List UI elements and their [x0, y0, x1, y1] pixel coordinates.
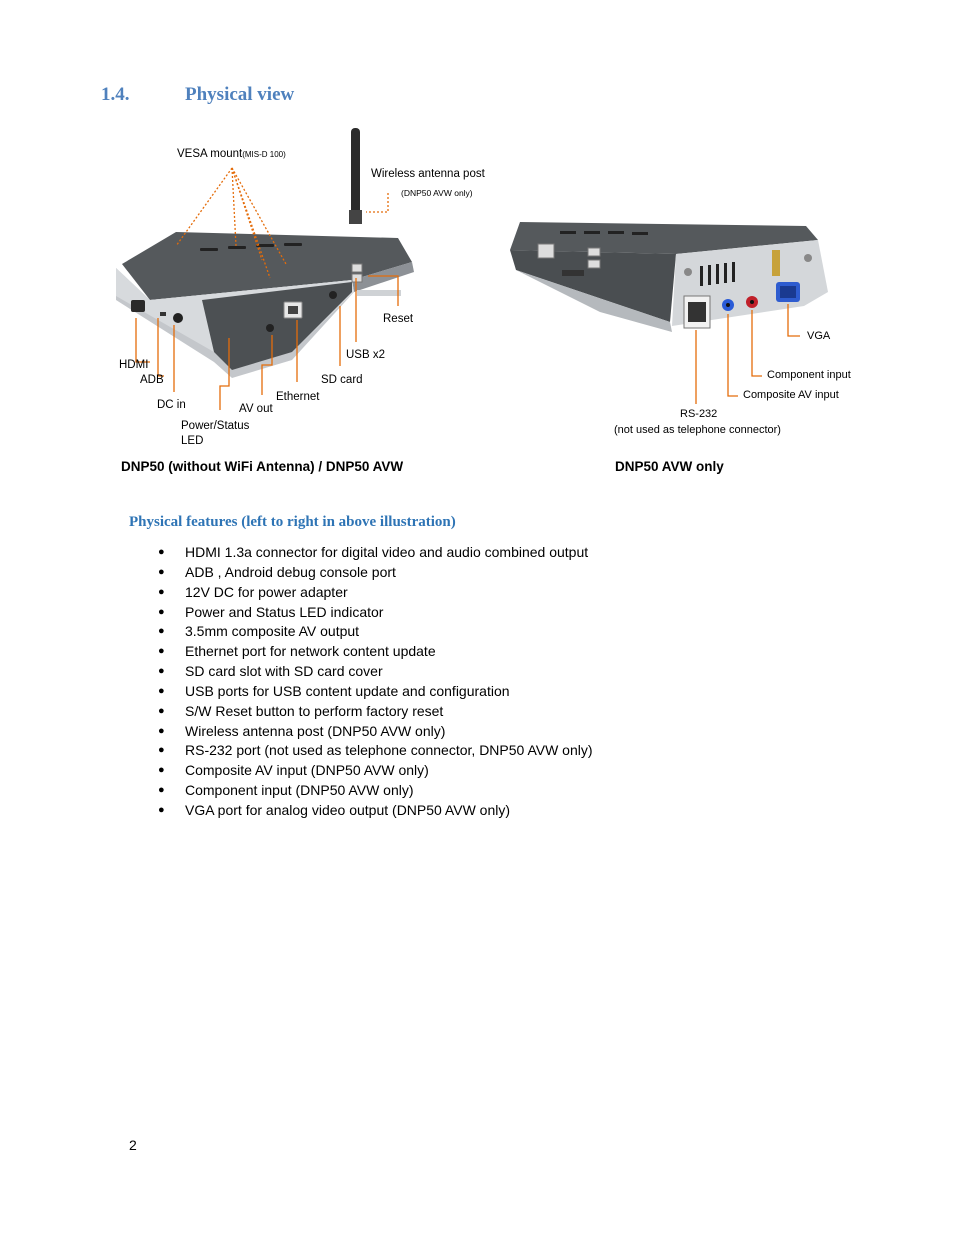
label-hdmi: HDMI [119, 359, 148, 371]
label-power: Power/Status [181, 420, 250, 432]
label-antenna: Wireless antenna post [371, 168, 486, 180]
bullet-icon: ● [158, 744, 165, 757]
left-labels: VESA mount(MIS-D 100) Wireless antenna p… [119, 148, 486, 447]
right-callouts [695, 304, 800, 404]
left-callouts [135, 167, 399, 410]
features-heading: Physical features (left to right in abov… [129, 514, 456, 530]
label-rs232: RS-232 [680, 408, 717, 420]
bullet-icon: ● [158, 784, 165, 797]
caption-right: DNP50 AVW only [615, 459, 724, 474]
label-sd-card: SD card [321, 374, 363, 386]
label-usb: USB x2 [346, 349, 385, 361]
bullet-icon: ● [158, 625, 165, 638]
section-title: Physical view [185, 84, 295, 105]
label-adb: ADB [140, 374, 164, 386]
bullet-icon: ● [158, 665, 165, 678]
label-dc-in: DC in [157, 399, 186, 411]
label-component: Component input [767, 369, 851, 381]
left-device-image [116, 128, 414, 378]
label-ethernet: Ethernet [276, 391, 320, 403]
bullet-icon: ● [158, 803, 165, 816]
label-av-out: AV out [239, 403, 273, 415]
label-rs232-note: (not used as telephone connector) [614, 424, 781, 436]
bullet-icon: ● [158, 704, 165, 717]
bullet-icon: ● [158, 565, 165, 578]
bullet-icon: ● [158, 605, 165, 618]
label-reset: Reset [383, 313, 414, 325]
section-number: 1.4. [101, 84, 130, 105]
bullet-icon: ● [158, 645, 165, 658]
device-illustration: VESA mount(MIS-D 100) Wireless antenna p… [116, 128, 851, 447]
label-led: LED [181, 435, 203, 447]
right-labels: VGA Component input Composite AV input R… [614, 330, 851, 436]
bullet-icon: ● [158, 546, 165, 558]
label-vga: VGA [807, 330, 831, 342]
page-number: 2 [129, 1137, 137, 1153]
bullet-icon: ● [158, 684, 165, 697]
label-vesa: VESA mount(MIS-D 100) [177, 148, 286, 160]
bullet-icon: ● [158, 724, 165, 737]
caption-left: DNP50 (without WiFi Antenna) / DNP50 AVW [121, 459, 404, 474]
bullet-icon: ● [158, 585, 165, 598]
label-composite: Composite AV input [743, 389, 839, 401]
label-antenna-note: (DNP50 AVW only) [401, 188, 473, 198]
right-device-image [510, 222, 828, 332]
bullet-icon: ● [158, 764, 165, 777]
